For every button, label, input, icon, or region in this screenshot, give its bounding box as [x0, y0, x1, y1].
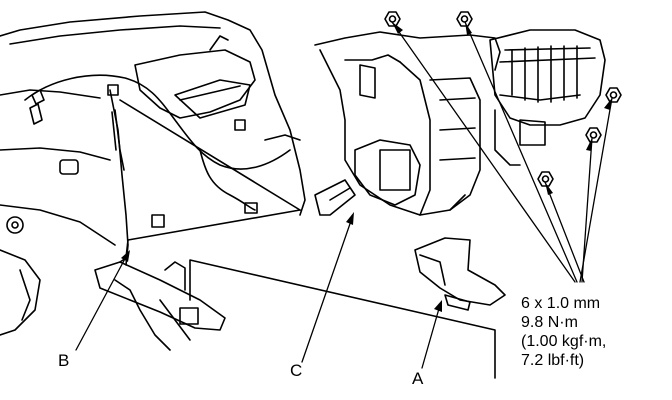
air-duct [134, 35, 256, 119]
torque-kgfm: (1.00 kgf·m, [521, 333, 607, 350]
bolt-size: 6 x 1.0 mm [521, 295, 601, 312]
nut-icon [384, 11, 401, 27]
arrowhead-b [121, 250, 130, 262]
nut-icon [605, 87, 622, 103]
torque-spec: 6 x 1.0 mm 9.8 N·m (1.00 kgf·m, 7.2 lbf·… [521, 294, 606, 370]
arrowhead-nut [545, 182, 553, 195]
callout-c: C [290, 361, 303, 380]
arrowhead-nut [465, 22, 472, 35]
heater-unit [314, 31, 501, 216]
dashboard-frame [0, 11, 306, 336]
torque-lbfft: 7.2 lbf·ft) [521, 352, 585, 369]
arrowhead-c [346, 212, 354, 225]
arrowhead-nut [604, 98, 612, 110]
wire-harness [24, 74, 301, 228]
arrowhead-a [434, 300, 442, 312]
callout-leader-lines [75, 217, 441, 369]
callout-b: B [58, 351, 70, 370]
nut-icon [456, 11, 473, 27]
torque-nm: 9.8 N·m [521, 314, 578, 331]
arrowhead-nut [392, 22, 403, 34]
callout-a: A [412, 369, 424, 388]
arrowheads [121, 22, 612, 312]
nut-leader-lines [391, 21, 613, 283]
lower-bracket [94, 239, 496, 379]
nut-icon [585, 127, 602, 143]
lower-duct-a [414, 237, 506, 311]
arrowhead-nut [586, 138, 592, 151]
blower-unit [489, 29, 606, 166]
